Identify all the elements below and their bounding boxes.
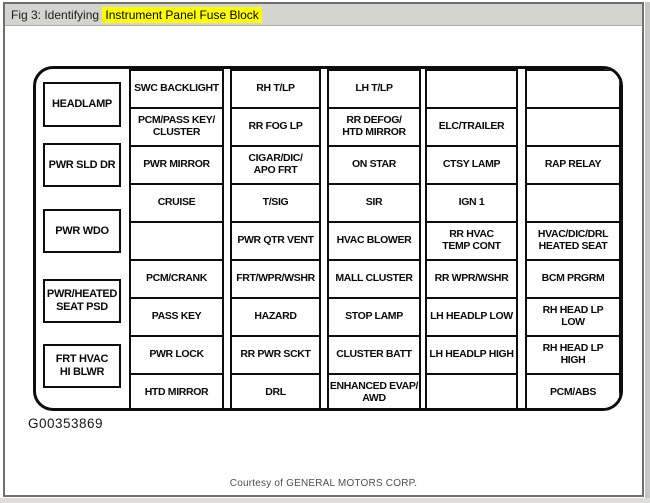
figure-caption-highlight: Instrument Panel Fuse Block	[102, 6, 262, 23]
fuse-cell	[425, 69, 518, 109]
fuse-cell	[425, 373, 518, 408]
fuse-cell: LH HEADLP LOW	[425, 297, 518, 337]
fuse-cell: CTSY LAMP	[425, 145, 518, 185]
fuse-cell: PWR LOCK	[129, 335, 224, 375]
fuse-cell: DRL	[230, 373, 321, 408]
connector-box: HEADLAMP	[43, 82, 121, 127]
fuse-cell: LH HEADLP HIGH	[425, 335, 518, 375]
fuse-cell	[525, 69, 620, 109]
fuse-cell: ON STAR	[327, 145, 421, 185]
fuse-cell: IGN 1	[425, 183, 518, 223]
fuse-cell: CIGAR/DIC/ APO FRT	[230, 145, 321, 185]
fuse-cell: RH HEAD LP LOW	[525, 297, 620, 337]
connector-box: PWR WDO	[43, 209, 121, 253]
fuse-cell	[129, 221, 224, 261]
fuse-cell: PCM/CRANK	[129, 259, 224, 299]
fuse-cell: T/SIG	[230, 183, 321, 223]
courtesy-credit: Courtesy of GENERAL MOTORS CORP.	[229, 478, 418, 489]
fuse-cell: SWC BACKLIGHT	[129, 69, 224, 109]
fuse-cell: BCM PRGRM	[525, 259, 620, 299]
fuse-cell: FRT/WPR/WSHR	[230, 259, 321, 299]
fuse-cell: RR PWR SCKT	[230, 335, 321, 375]
connector-box: PWR SLD DR	[43, 143, 121, 187]
figure-caption-bar: Fig 3: Identifying Instrument Panel Fuse…	[5, 4, 642, 26]
fuse-cell: PASS KEY	[129, 297, 224, 337]
fuse-cell: HTD MIRROR	[129, 373, 224, 408]
connector-box: FRT HVAC HI BLWR	[43, 344, 121, 388]
fuse-cell: CRUISE	[129, 183, 224, 223]
fuse-cell: RR WPR/WSHR	[425, 259, 518, 299]
fuse-cell: RAP RELAY	[525, 145, 620, 185]
fuse-cell: RR DEFOG/ HTD MIRROR	[327, 107, 421, 147]
fuse-cell: PCM/ABS	[525, 373, 620, 408]
fuse-cell: PCM/PASS KEY/ CLUSTER	[129, 107, 224, 147]
fuse-cell: ELC/TRAILER	[425, 107, 518, 147]
fuse-cell: STOP LAMP	[327, 297, 421, 337]
figure-id: G00353869	[28, 416, 104, 431]
fuse-cell: PWR QTR VENT	[230, 221, 321, 261]
fuse-cell: HVAC BLOWER	[327, 221, 421, 261]
fuse-cell	[525, 107, 620, 147]
fuse-cell	[525, 183, 620, 223]
fuse-cell: RH T/LP	[230, 69, 321, 109]
fuse-cell: RH HEAD LP HIGH	[525, 335, 620, 375]
page-bottom-margin	[0, 498, 650, 503]
connector-box: PWR/HEATED SEAT PSD	[43, 279, 121, 323]
fuse-cell: PWR MIRROR	[129, 145, 224, 185]
fuse-cell: RR HVAC TEMP CONT	[425, 221, 518, 261]
fuse-cell: SIR	[327, 183, 421, 223]
page-right-margin	[645, 2, 650, 503]
fuse-cell: HAZARD	[230, 297, 321, 337]
fuse-cell: HVAC/DIC/DRL HEATED SEAT	[525, 221, 620, 261]
fuse-cell: LH T/LP	[327, 69, 421, 109]
fuse-cell: MALL CLUSTER	[327, 259, 421, 299]
fuse-cell: CLUSTER BATT	[327, 335, 421, 375]
fuse-block-diagram: HEADLAMP PWR SLD DR PWR WDO PWR/HEATED SEAT…	[33, 66, 623, 411]
figure-caption-prefix: Fig 3: Identifying	[11, 7, 103, 22]
document-page: Fig 3: Identifying Instrument Panel Fuse…	[3, 2, 644, 497]
fuse-cell: ENHANCED EVAP/ AWD	[327, 373, 421, 408]
fuse-cell: RR FOG LP	[230, 107, 321, 147]
